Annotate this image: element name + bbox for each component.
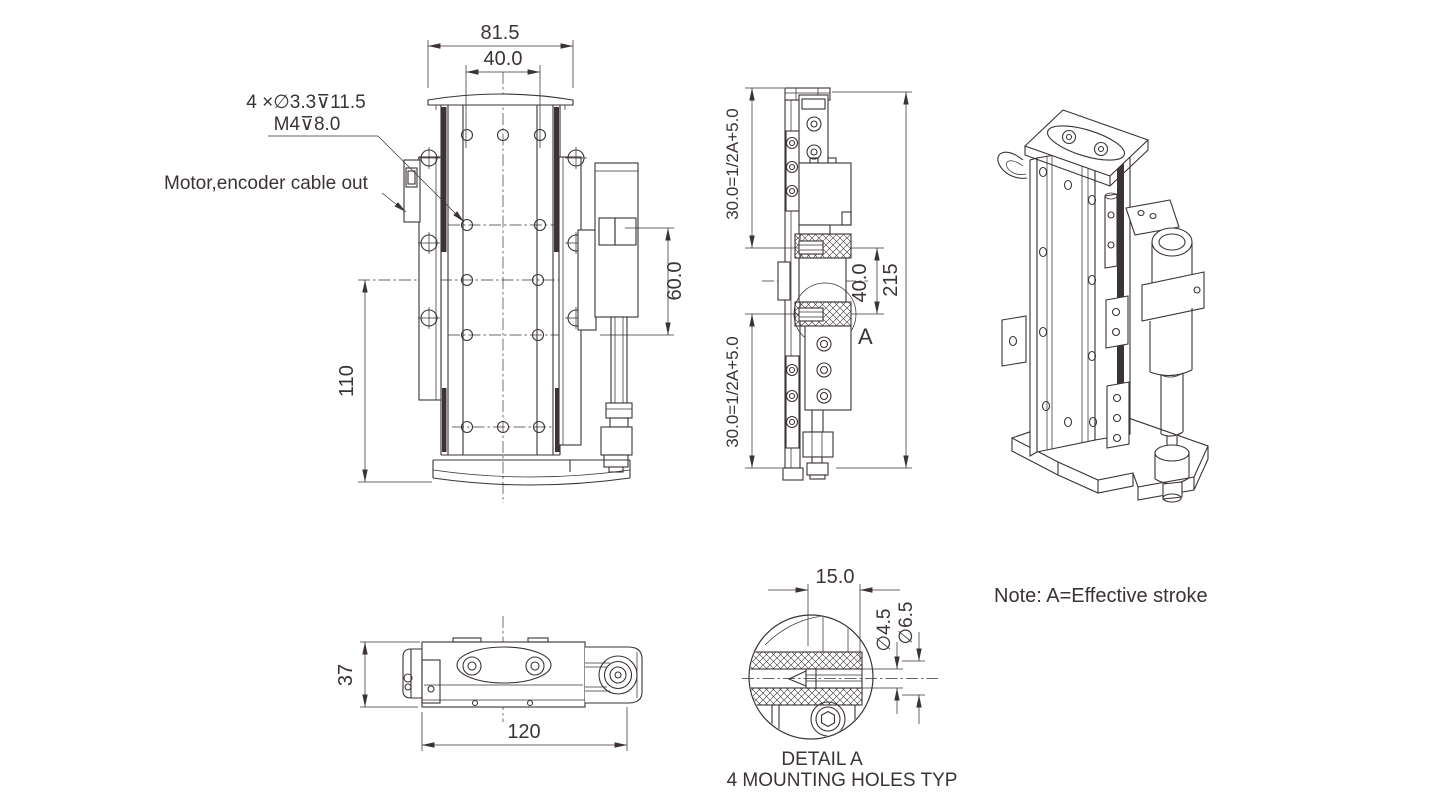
callout-mounting-holes: 4 ×∅3.3⊽11.5 bbox=[246, 92, 365, 113]
detail-view: 15.0 ∅4.5 ∅6.5 DETAIL A 4 MOUNTING HOLES… bbox=[727, 566, 958, 791]
dim-front-height-right: 60.0 bbox=[664, 262, 686, 301]
cable-bracket bbox=[403, 159, 421, 223]
dim-side-bottom: 30.0=1/2A+5.0 bbox=[723, 336, 742, 448]
dim-detail-dia-outer: ∅6.5 bbox=[896, 602, 917, 645]
note-text: Note: A=Effective stroke bbox=[994, 585, 1208, 607]
top-oval-slot bbox=[456, 646, 552, 684]
detail-title: DETAIL A bbox=[781, 749, 863, 770]
iso-top-plate bbox=[997, 109, 1150, 187]
detail-subtitle: 4 MOUNTING HOLES TYP bbox=[727, 770, 958, 791]
top-view: 37 120 bbox=[335, 616, 643, 751]
detail-a-marker: A bbox=[858, 324, 873, 349]
front-motor bbox=[577, 162, 639, 473]
iso-column bbox=[1029, 141, 1131, 457]
dim-front-width-inner: 40.0 bbox=[484, 48, 523, 70]
side-lower-carriage bbox=[804, 325, 852, 411]
side-view: A 30.0=1/2A+5.0 30.0=1/2A+5.0 bbox=[723, 87, 912, 481]
side-rod-foot bbox=[802, 409, 834, 480]
top-roller bbox=[585, 646, 643, 704]
front-base-plate bbox=[432, 459, 631, 486]
dim-top-width: 120 bbox=[507, 721, 540, 743]
side-screw-strip-upper bbox=[785, 130, 800, 212]
side-screw-strip-lower bbox=[785, 355, 800, 449]
front-holes bbox=[460, 128, 547, 434]
dim-detail-dia-inner: ∅4.5 bbox=[874, 609, 895, 652]
callout-thread: M4⊽8.0 bbox=[274, 114, 341, 135]
dim-side-overall: 215 bbox=[880, 263, 902, 296]
front-screws bbox=[418, 147, 587, 329]
dim-top-depth: 37 bbox=[335, 664, 357, 686]
iso-rail-blocks bbox=[1104, 192, 1130, 449]
front-top-plate bbox=[427, 93, 574, 106]
side-motor-block bbox=[798, 157, 852, 235]
callout-cable-label: Motor,encoder cable out bbox=[164, 173, 369, 194]
dim-side-top: 30.0=1/2A+5.0 bbox=[723, 108, 742, 220]
dim-side-pin-spacing: 40.0 bbox=[849, 264, 871, 303]
isometric-view bbox=[997, 109, 1209, 503]
side-upper-bracket bbox=[798, 94, 829, 164]
dim-front-height-left: 110 bbox=[336, 365, 358, 397]
iso-motor bbox=[1125, 199, 1205, 503]
dim-detail-width: 15.0 bbox=[816, 566, 855, 588]
detail-boundary-circle bbox=[748, 614, 874, 740]
front-view: 81.5 40.0 110 60.0 4 ×∅3.3⊽11.5 M4⊽8.0 M… bbox=[164, 22, 686, 503]
dim-front-width-outer: 81.5 bbox=[481, 22, 520, 44]
top-left-bracket bbox=[402, 648, 441, 704]
